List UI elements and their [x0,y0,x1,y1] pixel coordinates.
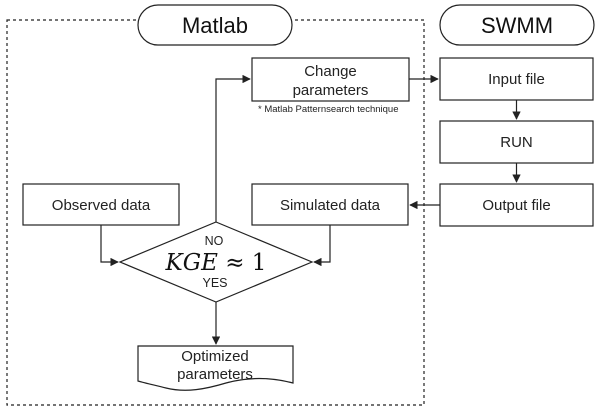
arrow-simulated-to-decision [313,225,331,267]
kge-decision-diamond: KGE ≈ 1 [118,221,314,303]
matlab-group-border [6,19,425,406]
svg-text:Simulated data: Simulated data [280,197,381,214]
technique-note: * Matlab Patternsearch technique [258,104,398,115]
no-label: NO [205,234,224,248]
svg-text:parameters: parameters [177,366,253,383]
svg-text:Input file: Input file [488,71,545,88]
change-parameters-box: Change parameters [251,57,410,102]
svg-text:Change: Change [304,63,357,80]
swmm-group-label: SWMM [439,4,595,46]
output-file-box: Output file [439,183,594,227]
input-file-box: Input file [439,57,594,101]
observed-data-box: Observed data [22,183,180,226]
svg-text:parameters: parameters [293,82,369,99]
arrow-decision-no-to-change [215,74,251,222]
svg-text:Optimized: Optimized [181,348,249,365]
svg-text:Output file: Output file [482,197,550,214]
matlab-group-label: Matlab [137,4,293,46]
svg-text:RUN: RUN [500,134,533,151]
svg-text:Observed data: Observed data [52,197,151,214]
approx-one: ≈ 1 [218,250,267,276]
simulated-data-box: Simulated data [251,183,409,226]
optimized-parameters-document: Optimized parameters [137,345,294,391]
svg-text:Matlab: Matlab [182,13,248,38]
arrow-observed-to-decision [100,225,119,267]
svg-text:KGE ≈ 1: KGE ≈ 1 [165,250,267,276]
svg-text:SWMM: SWMM [481,13,553,38]
kge-formula: KGE [165,250,219,276]
run-box: RUN [439,120,594,164]
yes-label: YES [202,276,227,290]
